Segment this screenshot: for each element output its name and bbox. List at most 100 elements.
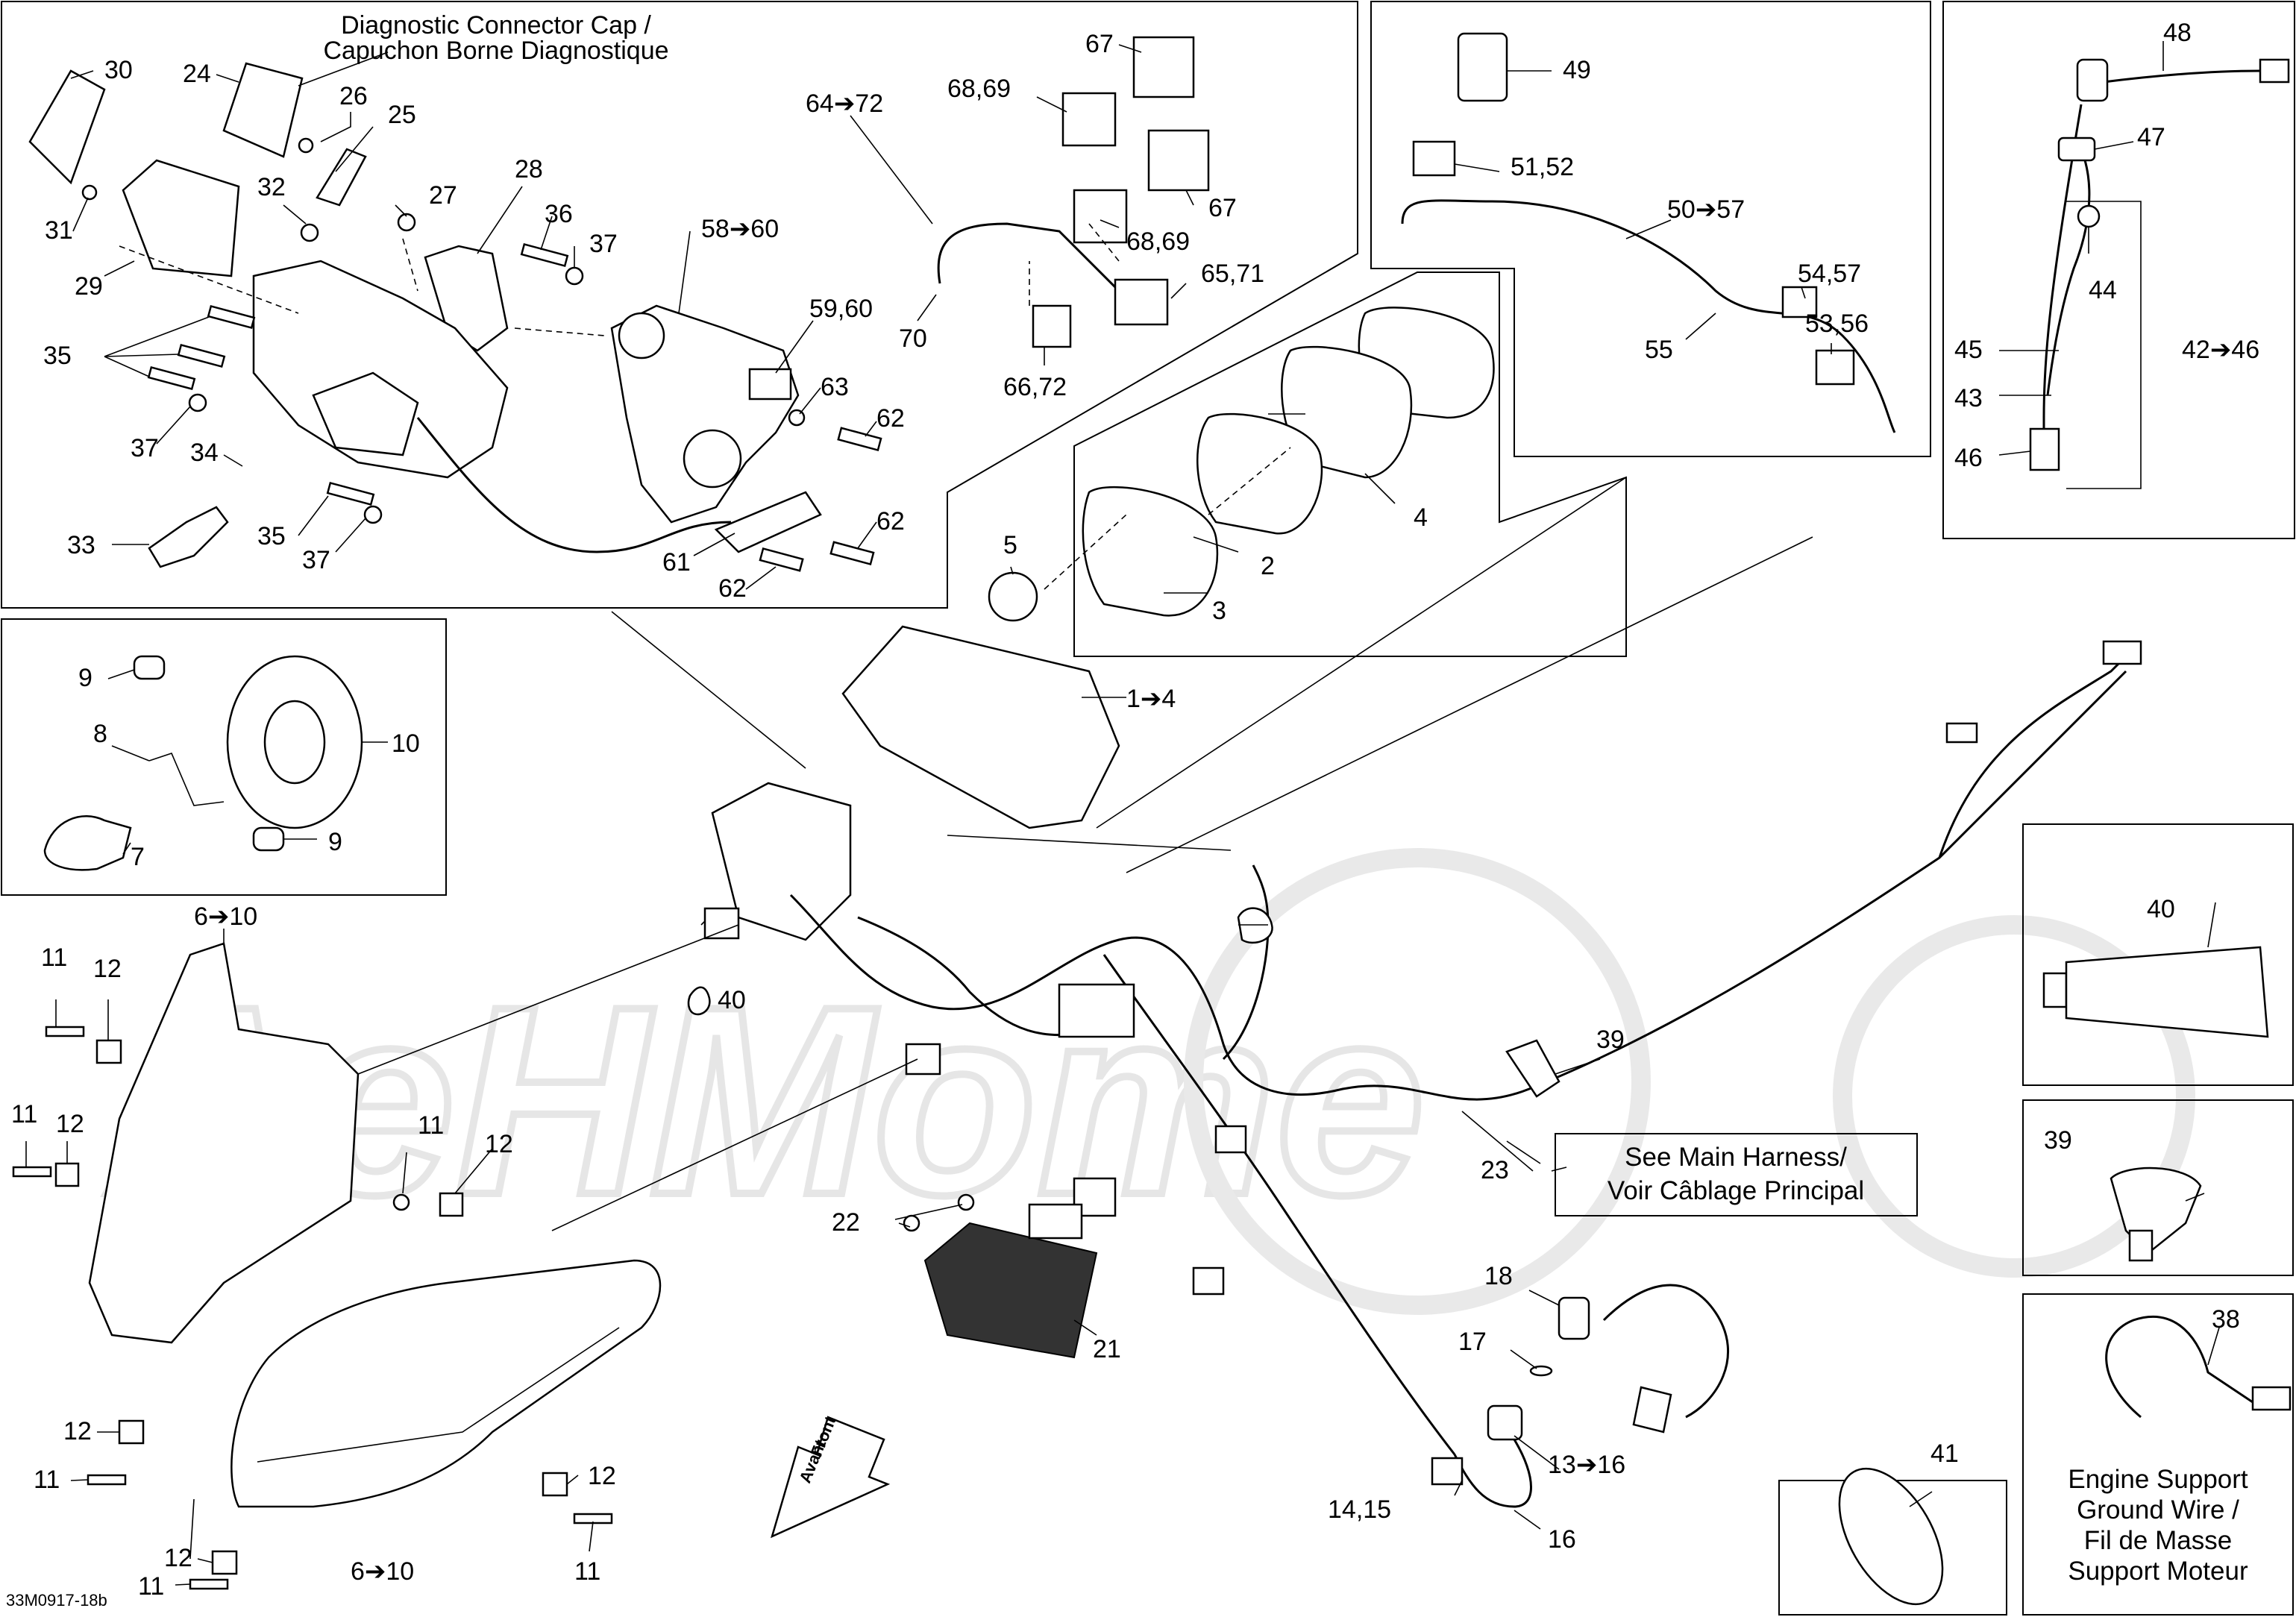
leader-lines <box>25 41 2220 1586</box>
part-label: 58➔60 <box>701 215 779 243</box>
o-ring-17 <box>1529 1365 1553 1377</box>
part-label: 25 <box>388 101 416 129</box>
bracket-61 <box>714 491 822 553</box>
connector-53-56 <box>1815 349 1855 386</box>
dess-wire-16 <box>1453 1439 1532 1508</box>
bolt-35 <box>207 304 256 330</box>
clip-12 <box>54 1162 80 1187</box>
headlamp-right <box>230 1259 662 1508</box>
grease-drop-icon <box>687 986 711 1016</box>
panel-grease <box>2022 823 2294 1086</box>
screw-11 <box>45 1026 85 1037</box>
tube-40 <box>2065 946 2269 1038</box>
relay-harness <box>937 222 1128 300</box>
part-label: 37 <box>131 434 159 462</box>
bolt-62 <box>837 427 882 452</box>
washer-37 <box>188 393 207 412</box>
connector-small <box>703 907 740 940</box>
clip-12 <box>211 1550 238 1575</box>
spark-cap <box>2259 58 2290 84</box>
washer-37 <box>363 505 383 524</box>
connector-small <box>1192 1266 1225 1296</box>
bolt-35 <box>177 343 226 368</box>
screw-11 <box>189 1578 229 1590</box>
sensor-33 <box>148 506 229 568</box>
part-label: 66,72 <box>1003 373 1067 401</box>
part-label: 48 <box>2163 19 2192 47</box>
nut-11 <box>392 1193 410 1211</box>
dess-post-13 <box>1487 1404 1523 1441</box>
part-label: 38 <box>2212 1305 2240 1334</box>
nut-22 <box>903 1214 920 1232</box>
dashed-guides <box>119 223 1291 590</box>
fuse-box <box>1058 983 1135 1038</box>
ground-terminal <box>2251 1386 2292 1411</box>
diagnostic-cap-title-1: Diagnostic Connector Cap / <box>341 11 651 40</box>
tether-cord <box>1431 1284 1730 1508</box>
part-label: 32 <box>257 173 286 201</box>
front-arrow-shape <box>771 1416 891 1539</box>
nut-22 <box>957 1193 975 1211</box>
clip-39-pin <box>2128 1229 2154 1262</box>
part-labels: 30 24 26 25 31 29 32 27 28 36 37 35 37 3… <box>11 19 2259 1601</box>
see-main-harness-box <box>1555 1133 1918 1216</box>
panel-steering <box>1 1 1358 609</box>
headlamp-lens-line <box>257 1327 620 1463</box>
part-label: 17 <box>1458 1328 1487 1356</box>
steering-parts <box>28 36 1210 572</box>
ground-wire <box>2105 1315 2292 1419</box>
part-label: 51,52 <box>1511 153 1574 181</box>
part-label: 5 <box>1003 531 1017 559</box>
part-label: 30 <box>104 56 133 84</box>
bracket-25 <box>316 148 367 207</box>
part-label: 35 <box>43 342 72 370</box>
washer-27 <box>397 213 416 232</box>
dc-outlet-49 <box>1457 32 1508 102</box>
steering-mount <box>252 260 509 479</box>
relay-67 <box>1147 129 1210 192</box>
part-label: 65,71 <box>1201 260 1264 288</box>
part-label: 24 <box>183 60 211 88</box>
connector-small <box>905 1043 941 1076</box>
engine-support-line3: Fil de Masse <box>2084 1526 2232 1555</box>
regulator-connector <box>1028 1203 1083 1240</box>
connector-65-71 <box>1114 278 1169 326</box>
part-label: 4 <box>1414 503 1428 532</box>
part-label: 7 <box>131 843 145 871</box>
part-label: 10 <box>392 729 420 758</box>
part-label: 1➔4 <box>1126 685 1176 713</box>
gauge-assembly-1-4 <box>841 625 1120 829</box>
terminal-51-52 <box>1412 140 1456 177</box>
harness-connector <box>1945 722 1978 744</box>
part-label: 2 <box>1261 552 1275 580</box>
washer-37 <box>565 266 584 286</box>
part-label: 70 <box>899 324 927 353</box>
part-label: 64➔72 <box>806 90 883 118</box>
part-label: 62 <box>876 507 905 536</box>
bolt-36 <box>520 242 569 268</box>
part-label: 35 <box>257 522 286 550</box>
main-harness <box>789 670 2127 1101</box>
motor-connector <box>748 368 792 401</box>
callout-arrows <box>357 477 1813 1231</box>
screw-11 <box>87 1474 127 1486</box>
clips-39 <box>1505 1039 2202 1262</box>
pivot-block <box>312 371 419 456</box>
diagnostic-cap-title-2: Capuchon Borne Diagnostique <box>323 37 668 65</box>
bracket-42-46 <box>2066 201 2142 489</box>
watermark-wheel <box>1833 915 2195 1278</box>
part-label: 67 <box>1208 194 1237 222</box>
part-label: 16 <box>1548 1525 1576 1554</box>
part-label: 43 <box>1954 384 1983 412</box>
harness-connector <box>2102 640 2142 665</box>
part-label: 12 <box>485 1130 513 1158</box>
part-label: 33 <box>67 531 95 559</box>
gauge-lens-2 <box>1196 412 1323 535</box>
part-label: 27 <box>429 181 457 210</box>
part-label: 45 <box>1954 336 1983 364</box>
panel-headlamp <box>1 618 447 896</box>
logo-5 <box>988 571 1038 622</box>
part-label: 34 <box>190 439 219 467</box>
diagnostic-cap-leader <box>298 51 389 87</box>
relay-68-69 <box>1061 92 1117 147</box>
